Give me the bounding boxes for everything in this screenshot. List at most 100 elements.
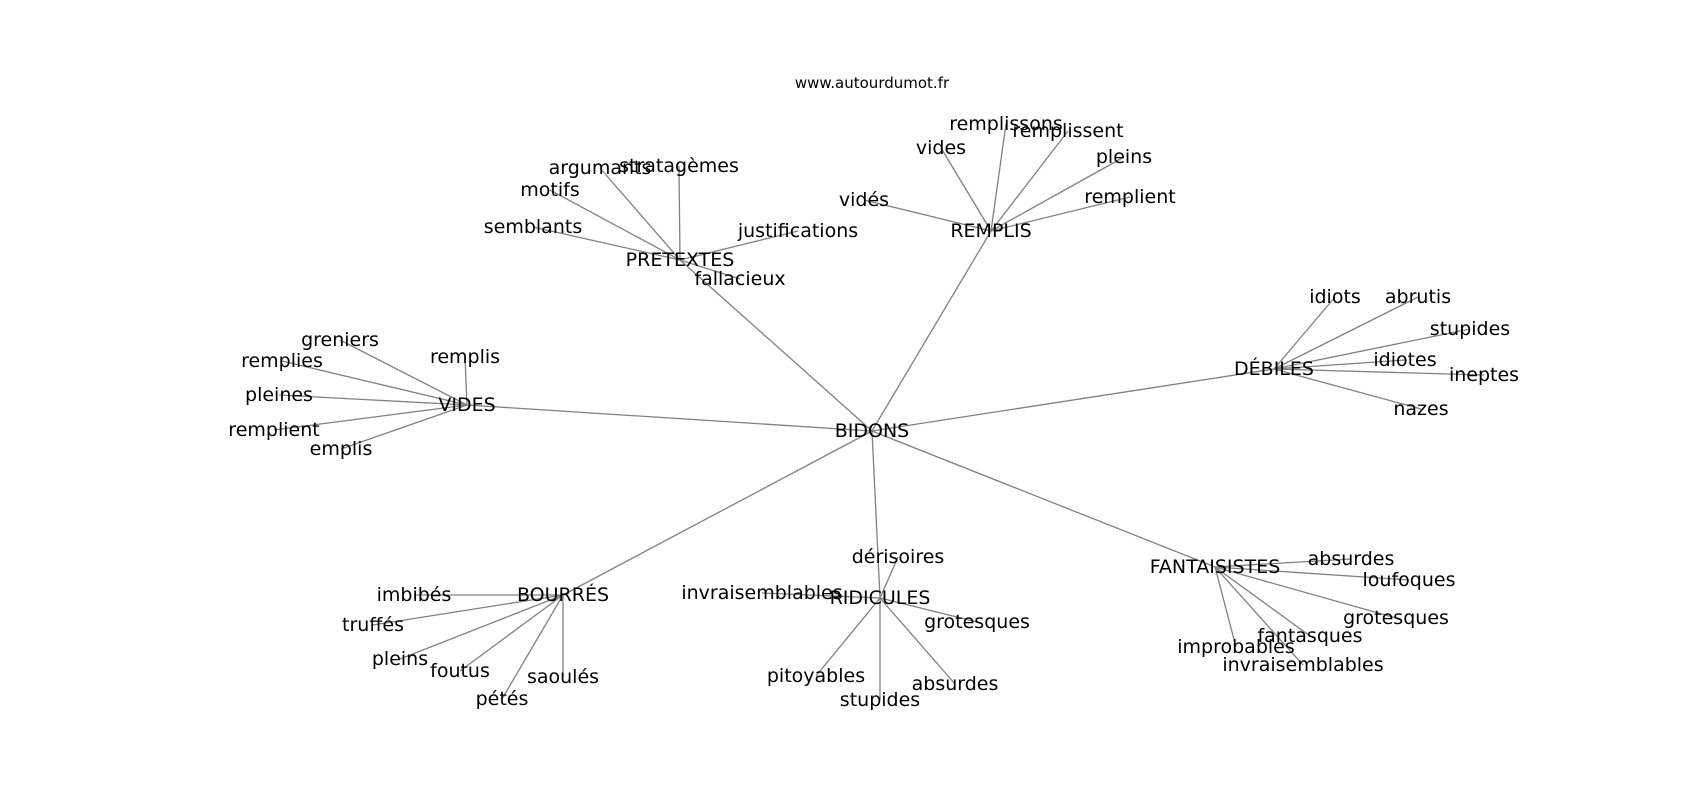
- leaf-node: abrutis: [1385, 286, 1451, 308]
- edge-branch-to-leaf: [990, 156, 1125, 232]
- leaf-node: vides: [916, 137, 966, 159]
- edge-branch-to-leaf: [990, 123, 1007, 232]
- leaf-node: remplis: [430, 346, 500, 368]
- edge-branch-to-leaf: [339, 339, 468, 406]
- edge-center-to-branch: [871, 430, 881, 599]
- edge-branch-to-leaf: [1273, 368, 1422, 410]
- leaf-node: nazes: [1393, 398, 1448, 420]
- edge-branch-to-leaf: [372, 594, 564, 626]
- branch-node: BOURRÉS: [517, 583, 609, 606]
- edge-branch-to-leaf: [273, 404, 468, 431]
- edge-center-to-branch: [871, 230, 992, 432]
- leaf-node: loufoques: [1363, 569, 1456, 591]
- leaf-node: imbibés: [377, 584, 452, 606]
- edge-branch-to-leaf: [990, 130, 1069, 232]
- edge-branch-to-leaf: [464, 356, 468, 406]
- edge-branch-to-leaf: [1214, 566, 1237, 648]
- edge-center-to-branch: [466, 404, 873, 432]
- leaf-node: greniers: [301, 329, 379, 351]
- edge-branch-to-leaf: [1214, 558, 1352, 568]
- edge-branch-to-leaf: [549, 189, 681, 261]
- leaf-node: remplient: [1084, 186, 1175, 208]
- leaf-node: remplient: [228, 419, 319, 441]
- branch-node: REMPLIS: [950, 220, 1031, 242]
- edge-branch-to-leaf: [761, 592, 881, 599]
- edge-branch-to-leaf: [501, 594, 564, 700]
- edge-branch-to-leaf: [1214, 566, 1311, 637]
- edge-branch-to-leaf: [815, 597, 881, 677]
- leaf-node: pleins: [1096, 146, 1152, 168]
- edge-center-to-branch: [562, 430, 873, 596]
- leaf-node: pétés: [476, 688, 529, 710]
- branch-node: PRETEXTES: [626, 249, 735, 271]
- branch-node: DÉBILES: [1234, 357, 1314, 380]
- edge-branch-to-leaf: [679, 259, 741, 280]
- edge-branch-to-leaf: [1214, 566, 1410, 581]
- leaf-node: fallacieux: [694, 268, 785, 290]
- leaf-node: remplissons: [949, 113, 1063, 135]
- edge-branch-to-leaf: [863, 199, 992, 232]
- edge-branch-to-leaf: [340, 404, 468, 450]
- leaf-node: remplissent: [1012, 120, 1123, 142]
- edge-branch-to-leaf: [1214, 566, 1304, 666]
- branch-node: VIDES: [438, 394, 495, 416]
- leaf-node: dérisoires: [852, 546, 945, 568]
- leaf-node: saoulés: [527, 666, 599, 688]
- edge-branch-to-leaf: [278, 394, 468, 406]
- edge-branch-to-leaf: [1273, 296, 1336, 370]
- graph-labels: www.autourdumot.fr BIDONS PRETEXTES argum…: [228, 74, 1519, 711]
- edge-center-to-branch: [871, 368, 1275, 432]
- edge-branch-to-leaf: [678, 165, 681, 261]
- leaf-node: pleins: [372, 648, 428, 670]
- leaf-node: stupides: [840, 689, 920, 711]
- leaf-node: foutus: [430, 660, 490, 682]
- edge-center-to-branch: [871, 430, 1216, 568]
- leaf-node: idiots: [1309, 286, 1361, 308]
- edge-branch-to-leaf: [399, 594, 564, 660]
- leaf-node: motifs: [520, 179, 579, 201]
- edge-branch-to-leaf: [879, 597, 956, 685]
- edge-branch-to-leaf: [1273, 328, 1471, 370]
- edge-branch-to-leaf: [459, 594, 564, 672]
- edge-branch-to-leaf: [1214, 566, 1397, 619]
- leaf-node: stupides: [1430, 318, 1510, 340]
- leaf-node: fantasques: [1257, 625, 1362, 647]
- leaf-node: stratagèmes: [619, 155, 739, 177]
- center-node: BIDONS: [835, 420, 910, 442]
- leaf-node: absurdes: [912, 673, 999, 695]
- branch-node: FANTAISISTES: [1150, 556, 1281, 578]
- leaf-node: idiotes: [1373, 349, 1436, 371]
- branch-node: RIDICULES: [830, 587, 931, 609]
- edge-branch-to-leaf: [679, 230, 799, 261]
- leaf-node: emplis: [310, 438, 373, 460]
- leaf-node: pitoyables: [767, 665, 865, 687]
- leaf-node: remplies: [241, 350, 323, 372]
- leaf-node: vidés: [839, 189, 889, 211]
- site-label: www.autourdumot.fr: [795, 74, 950, 92]
- leaf-node: truffés: [342, 614, 404, 636]
- edge-branch-to-leaf: [532, 226, 681, 261]
- leaf-node: grotesques: [924, 611, 1030, 633]
- edge-center-to-branch: [679, 259, 873, 432]
- edge-branch-to-leaf: [281, 360, 468, 406]
- leaf-node: absurdes: [1308, 548, 1395, 570]
- edge-branch-to-leaf: [879, 597, 978, 623]
- edge-branch-to-leaf: [990, 196, 1131, 232]
- leaf-node: justifications: [737, 220, 858, 242]
- leaf-node: ineptes: [1449, 364, 1519, 386]
- leaf-node: pleines: [245, 384, 313, 406]
- leaf-node: invraisemblables: [681, 582, 842, 604]
- edge-branch-to-leaf: [1273, 368, 1485, 376]
- edge-branch-to-leaf: [940, 147, 992, 232]
- edge-branch-to-leaf: [1273, 296, 1419, 370]
- leaf-node: improbables: [1177, 636, 1295, 658]
- leaf-node: invraisemblables: [1222, 654, 1383, 676]
- edge-branch-to-leaf: [1273, 359, 1406, 370]
- edge-branch-to-leaf: [879, 556, 899, 599]
- leaf-node: grotesques: [1343, 607, 1449, 629]
- graph-edges: [273, 123, 1485, 700]
- leaf-node: argumants: [549, 157, 652, 179]
- leaf-node: semblants: [484, 216, 582, 238]
- edge-branch-to-leaf: [599, 167, 681, 261]
